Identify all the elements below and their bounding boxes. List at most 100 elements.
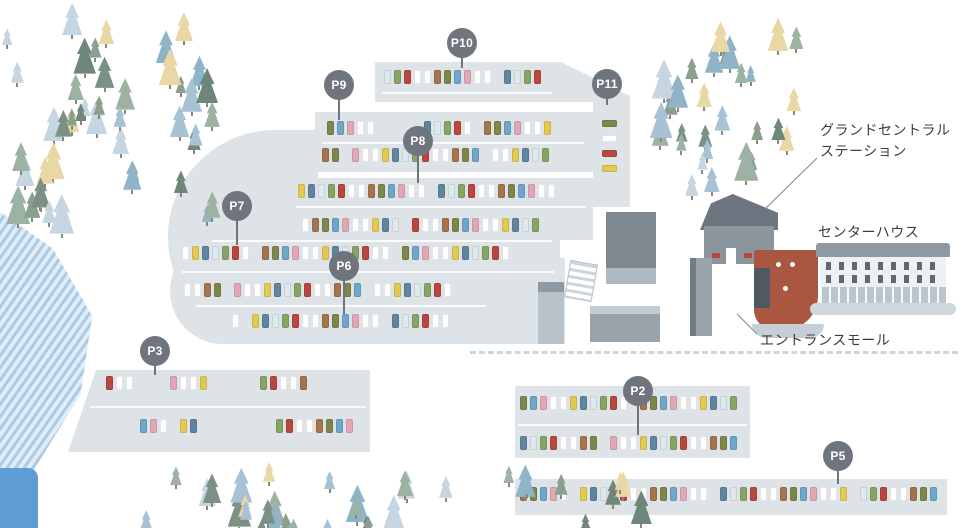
tree-trunk	[619, 489, 622, 494]
parked-car	[680, 487, 687, 501]
lot-badge-p3[interactable]: P3	[140, 336, 170, 366]
lot-badge-p10[interactable]: P10	[447, 28, 477, 58]
parked-car	[474, 70, 481, 84]
parked-car	[550, 487, 557, 501]
tree-icon	[786, 87, 802, 116]
parked-car	[700, 487, 707, 501]
parked-car	[160, 419, 167, 433]
parked-car	[304, 283, 311, 297]
tree-trunk	[728, 68, 731, 73]
tree-trunk	[703, 107, 706, 112]
tree-canopy	[113, 106, 127, 127]
tree-trunk	[198, 86, 201, 91]
parked-car	[358, 184, 365, 198]
center-house-windows-bottom	[826, 275, 940, 283]
tree-canopy	[697, 152, 708, 170]
tree-trunk	[676, 107, 679, 112]
parked-car	[352, 246, 359, 260]
tree-trunk	[71, 35, 74, 40]
parked-car	[150, 419, 157, 433]
tree-canopy	[62, 2, 83, 36]
parked-car	[384, 283, 391, 297]
tree-trunk	[193, 150, 196, 155]
lot-badge-p7[interactable]: P7	[222, 191, 252, 221]
center-house-base	[820, 287, 946, 303]
lot-badge-line-p11	[606, 98, 608, 105]
parked-car	[522, 218, 529, 232]
lot-badge-p11[interactable]: P11	[592, 69, 622, 99]
parked-car	[422, 148, 429, 162]
lot-badge-p2[interactable]: P2	[623, 376, 653, 406]
parked-car	[264, 283, 271, 297]
tree-icon	[262, 462, 276, 486]
station-tower	[690, 258, 712, 336]
parked-car	[730, 396, 737, 410]
parked-car	[282, 314, 289, 328]
parked-car	[348, 184, 355, 198]
parked-car	[337, 121, 344, 135]
parked-car	[514, 121, 521, 135]
tree-trunk	[19, 171, 22, 176]
parked-car	[512, 218, 519, 232]
parked-car	[170, 376, 177, 390]
tree-trunk	[356, 522, 359, 527]
parked-car	[270, 376, 277, 390]
tree-icon	[169, 105, 190, 142]
parked-car	[610, 396, 617, 410]
lot-badge-p8[interactable]: P8	[403, 126, 433, 156]
tree-icon	[113, 106, 127, 131]
parked-car	[316, 419, 323, 433]
tree-icon	[714, 105, 731, 135]
tree-icon	[10, 61, 24, 87]
parked-car	[314, 283, 321, 297]
tree-trunk	[118, 126, 121, 131]
tree-trunk	[31, 217, 34, 222]
parked-car	[342, 314, 349, 328]
parked-car	[690, 396, 697, 410]
parked-car	[180, 419, 187, 433]
tree-canopy	[397, 470, 413, 496]
parked-car	[640, 487, 647, 501]
lot-badge-p5[interactable]: P5	[823, 441, 853, 471]
parked-car	[472, 148, 479, 162]
parked-car	[382, 246, 389, 260]
tree-icon	[173, 170, 188, 198]
tree-icon	[697, 152, 708, 174]
parked-car	[252, 314, 259, 328]
parked-car	[392, 314, 399, 328]
plaza-building-lower	[590, 306, 660, 342]
parked-car	[630, 487, 637, 501]
parked-car	[454, 121, 461, 135]
station-label-line1: グランドセントラル	[820, 122, 951, 138]
lot-badge-line-p8	[417, 155, 419, 183]
parked-car	[492, 218, 499, 232]
parked-car	[334, 283, 341, 297]
parked-car	[488, 184, 495, 198]
tree-trunk	[105, 43, 108, 48]
parked-car	[750, 487, 757, 501]
tree-icon	[554, 473, 568, 499]
tree-trunk	[17, 224, 20, 229]
parked-car	[342, 218, 349, 232]
tree-canopy	[139, 510, 153, 528]
tree-trunk	[560, 494, 563, 499]
parked-car	[424, 70, 431, 84]
parked-car	[382, 218, 389, 232]
parked-car	[336, 419, 343, 433]
tree-canopy	[10, 61, 24, 83]
tree-icon	[49, 194, 75, 238]
lot-badge-p9[interactable]: P9	[324, 70, 354, 100]
lot-badge-p6[interactable]: P6	[329, 251, 359, 281]
awning-left	[712, 253, 720, 258]
parked-car	[182, 246, 189, 260]
tree-canopy	[287, 518, 300, 528]
tree-canopy	[2, 28, 13, 45]
tree-canopy	[503, 465, 515, 483]
parked-car	[434, 121, 441, 135]
tree-trunk	[23, 185, 26, 190]
parked-car	[384, 70, 391, 84]
parked-car	[534, 121, 541, 135]
parked-car	[900, 487, 907, 501]
parked-car	[328, 184, 335, 198]
center-house-apron	[810, 303, 956, 315]
